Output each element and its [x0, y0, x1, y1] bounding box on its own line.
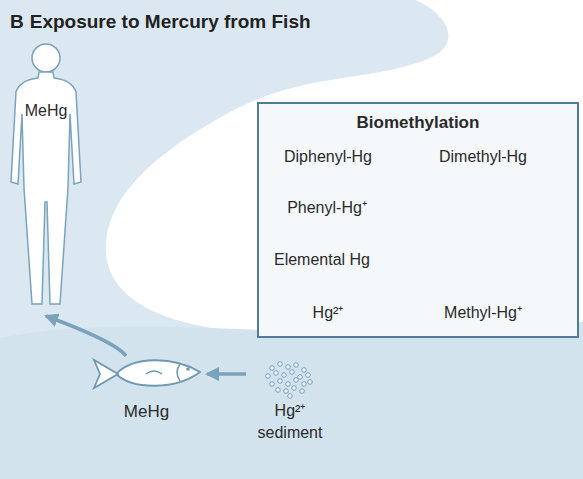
sediment-particle	[286, 365, 291, 370]
sediment-particle	[284, 389, 289, 394]
compound-label: Phenyl-Hg⁺	[283, 197, 371, 219]
process-box: BiomethylationDiphenyl-Hg Dimethyl-HgPhen…	[257, 102, 579, 338]
sediment-particle	[278, 379, 283, 384]
flow-arrow	[46, 316, 126, 356]
compound-label: Hg²⁺	[309, 302, 348, 324]
compound-label: Methyl-Hg⁺	[440, 302, 526, 324]
node-text: Methyl-Hg⁺	[444, 304, 522, 322]
fish-figure: MeHg	[88, 350, 205, 426]
node-text: Phenyl-Hg⁺	[287, 199, 367, 217]
human-figure: MeHg	[8, 40, 84, 312]
head-shape	[32, 44, 60, 72]
sediment-particle	[302, 368, 307, 373]
compound-label: Dimethyl-Hg	[435, 146, 531, 168]
sediment-cluster: Hg²⁺ sediment	[250, 358, 330, 448]
sediment-particle	[270, 366, 275, 371]
water-area	[0, 322, 583, 479]
fish-body	[116, 360, 200, 386]
node-text: Hg²⁺ sediment	[250, 400, 330, 445]
sediment-particle	[288, 394, 293, 399]
box-heading: Biomethylation	[259, 113, 577, 133]
compound-label: Elemental Hg	[270, 249, 374, 271]
sediment-particle	[276, 388, 281, 393]
sediment-particle	[270, 382, 275, 387]
fish-eye	[186, 367, 190, 371]
sediment-particle	[290, 370, 295, 375]
panel-letter: B	[10, 11, 24, 32]
sediment-particle	[302, 382, 307, 387]
title-block: B Exposure to Mercury from Fish	[10, 11, 311, 33]
fish-tail	[94, 360, 118, 388]
sediment-particle	[266, 374, 271, 379]
diagram-title: Exposure to Mercury from Fish	[30, 11, 311, 32]
node-text: Hg²⁺	[313, 304, 344, 322]
human-art	[8, 40, 84, 312]
sediment-particle	[308, 380, 313, 385]
node-text: Dimethyl-Hg	[439, 148, 527, 166]
sediment-particle	[274, 371, 279, 376]
sediment-particle	[294, 378, 299, 383]
sediment-particle	[286, 382, 291, 387]
sediment-particle	[306, 373, 311, 378]
sediment-particle	[282, 373, 287, 378]
sediment-particle	[300, 389, 305, 394]
node-text: MeHg	[8, 102, 84, 120]
sediment-particle	[294, 363, 299, 368]
compound-label: Diphenyl-Hg	[280, 146, 376, 168]
node-text: Elemental Hg	[274, 251, 370, 269]
node-text: MeHg	[88, 402, 205, 422]
sediment-particle	[278, 362, 283, 367]
node-text: Diphenyl-Hg	[284, 148, 372, 166]
fish-gill	[177, 364, 180, 381]
fish-fin	[146, 371, 162, 374]
flow-arrow	[207, 372, 246, 376]
sediment-particle	[292, 386, 297, 391]
